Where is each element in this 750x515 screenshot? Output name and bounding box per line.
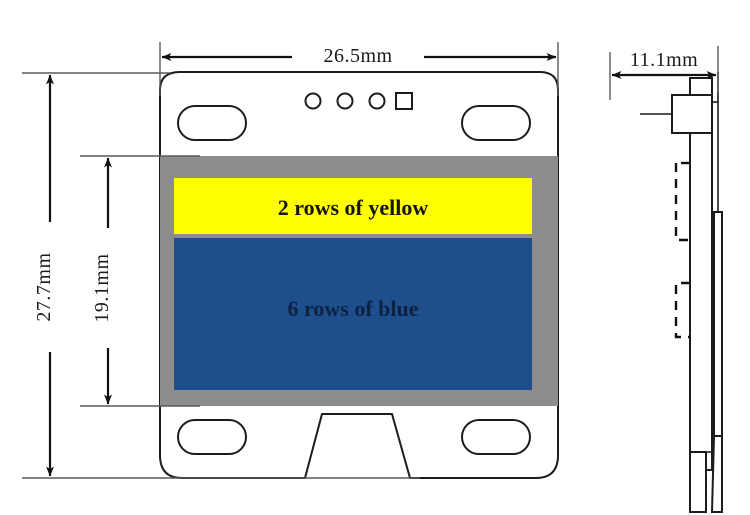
dimension-label-height-bezel: 19.1mm	[91, 253, 113, 322]
pin-pad-circle-1	[304, 92, 322, 110]
mounting-slot-top-left	[177, 105, 247, 141]
mounting-slot-top-right	[461, 105, 531, 141]
side-board-foot	[689, 451, 707, 513]
blue-display-region	[174, 238, 532, 390]
side-board-body	[689, 77, 713, 471]
dimension-label-width-top: 26.5mm	[323, 45, 392, 67]
pin-pad-circle-2	[336, 92, 354, 110]
side-glass-edge	[713, 211, 723, 453]
dimension-label-height-overall: 27.7mm	[33, 252, 55, 321]
dimension-width-top: 26.5mm	[159, 42, 559, 96]
dimension-thickness-side: 11.1mm	[609, 46, 719, 100]
dimension-height-bezel: 19.1mm	[80, 155, 200, 407]
pin-pad-square-4	[395, 92, 413, 110]
side-view	[640, 72, 723, 513]
side-hidden-feature-upper	[674, 163, 690, 242]
front-view: 2 rows of yellow 6 rows of blue	[159, 71, 559, 479]
pin-pad-circle-3	[368, 92, 386, 110]
blue-region-label: 6 rows of blue	[288, 296, 419, 321]
side-flex-tail	[710, 435, 723, 513]
dimension-height-overall: 27.7mm	[22, 72, 420, 479]
dimension-label-thickness-side: 11.1mm	[630, 49, 698, 71]
side-pin-header	[671, 94, 713, 134]
mounting-slot-bottom-left	[177, 419, 247, 455]
yellow-display-region	[174, 178, 532, 234]
yellow-region-label: 2 rows of yellow	[278, 195, 429, 220]
side-hidden-feature-lower	[674, 281, 690, 339]
mounting-slot-bottom-right	[461, 419, 531, 455]
